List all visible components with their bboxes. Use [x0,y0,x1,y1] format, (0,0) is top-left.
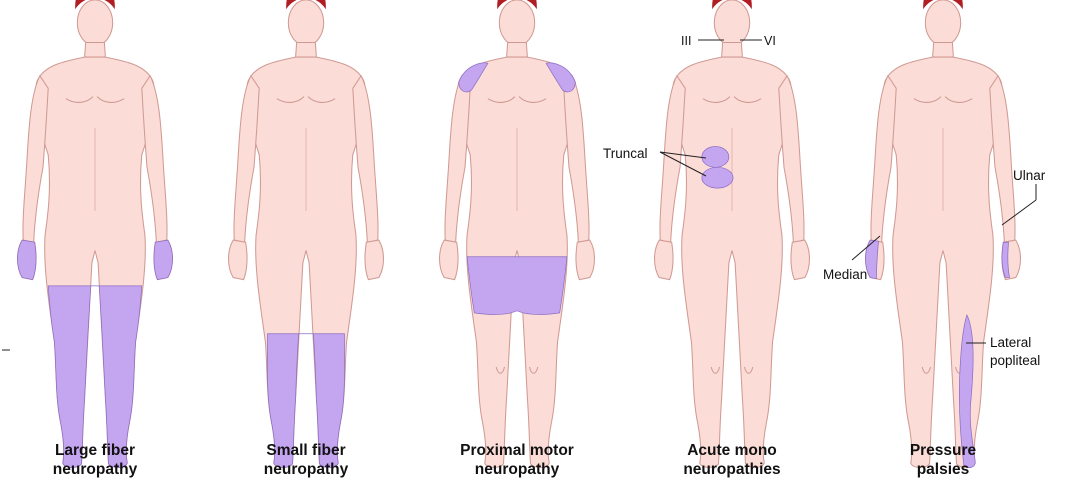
figure-small-fiber [229,0,384,467]
affected-region-thighs [467,257,567,315]
caption-small-fiber: Small fiber neuropathy [211,441,401,479]
caption-line: Large fiber [0,441,190,460]
figure-large-fiber [18,0,173,467]
label-cranial-vi: VI [764,34,776,48]
caption-large-fiber: Large fiber neuropathy [0,441,190,479]
caption-line: Acute mono [637,441,827,460]
label-median: Median [823,267,867,282]
caption-proximal-motor: Proximal motor neuropathy [422,441,612,479]
figure-pressure-palsies [866,0,1021,468]
caption-line: palsies [848,460,1038,479]
caption-line: Proximal motor [422,441,612,460]
caption-line: Small fiber [211,441,401,460]
affected-region-truncal-lower [702,167,733,188]
label-popliteal: popliteal [990,353,1040,368]
label-ulnar: Ulnar [1013,168,1046,183]
caption-line: neuropathies [637,460,827,479]
label-lateral: Lateral [990,335,1031,350]
caption-acute-mono: Acute mono neuropathies [637,441,827,479]
affected-region-truncal-upper [702,147,729,168]
label-truncal: Truncal [603,146,648,161]
figure-proximal-motor [440,0,595,467]
label-cranial-iii: III [681,34,691,48]
caption-line: Pressure [848,441,1038,460]
caption-line: neuropathy [211,460,401,479]
figure-acute-mono [655,0,810,467]
caption-line: neuropathy [422,460,612,479]
caption-line: neuropathy [0,460,190,479]
caption-pressure-palsies: Pressure palsies [848,441,1038,479]
